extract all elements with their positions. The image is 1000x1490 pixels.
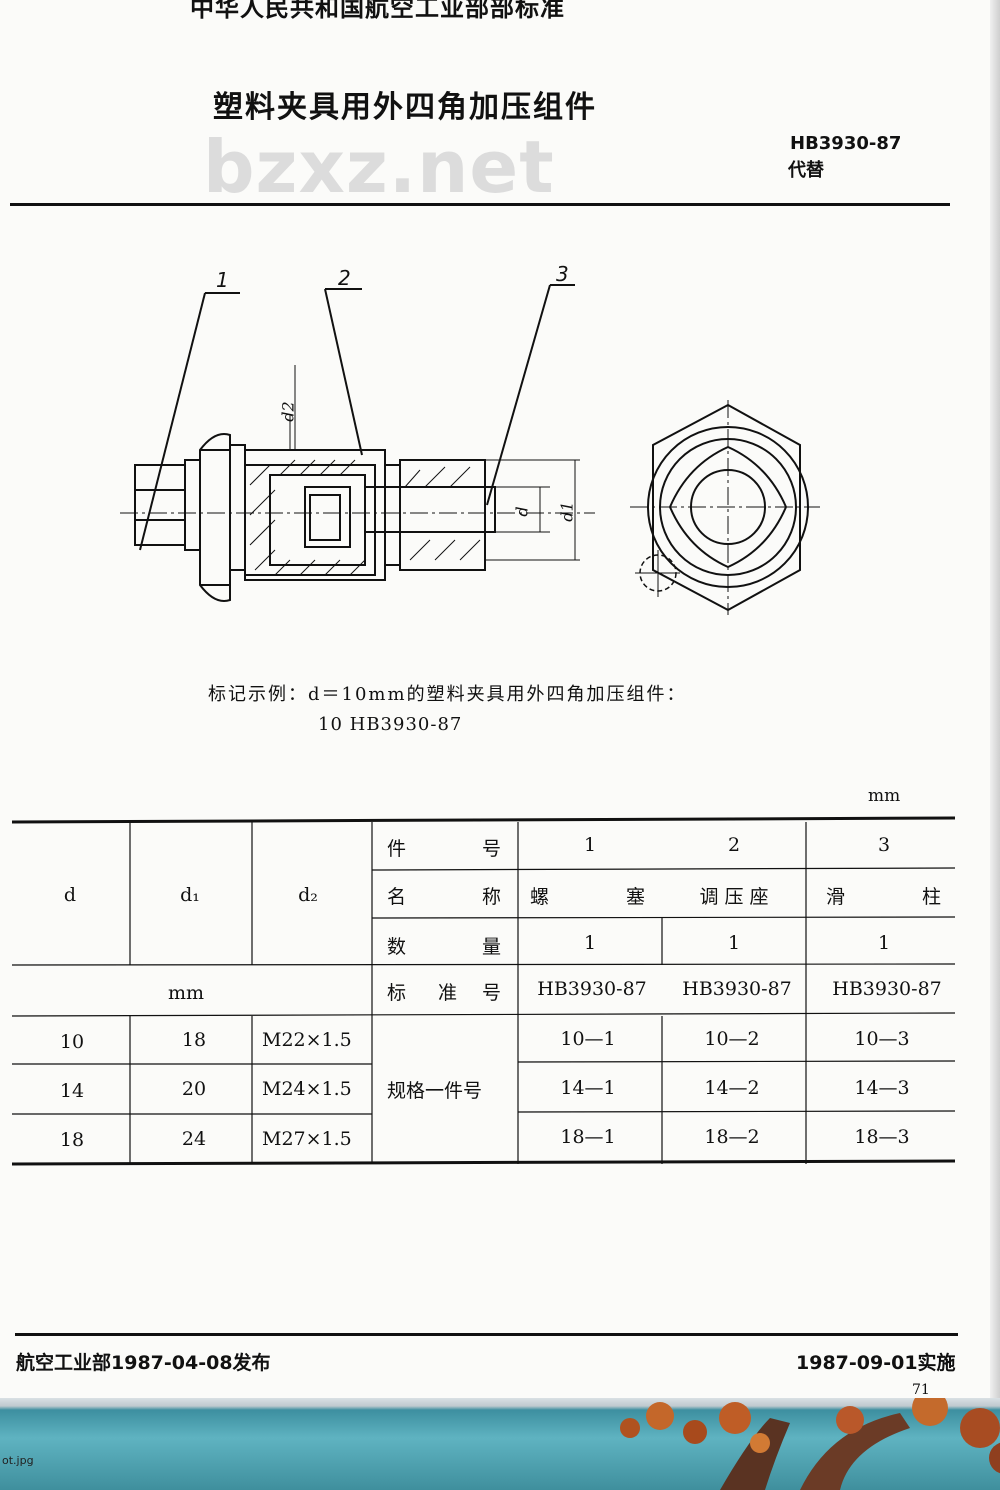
col-header-d1: d₁ xyxy=(180,884,200,906)
callout-3: 3 xyxy=(556,262,569,286)
qty-2: 1 xyxy=(727,932,741,954)
table-unit: mm xyxy=(868,786,901,806)
name-label-b: 称 xyxy=(482,886,502,908)
issue-date: 航空工业部1987-04-08发布 xyxy=(16,1352,271,1374)
std-3: HB3930-87 xyxy=(832,978,942,1000)
row2-d2: M24×1.5 xyxy=(262,1078,352,1100)
std-label-a: 标 xyxy=(387,982,407,1004)
row2-p2: 14—2 xyxy=(704,1077,760,1099)
issuing-organization: 中华人民共和国航空工业部部标准 xyxy=(190,0,565,22)
document-page: 中华人民共和国航空工业部部标准 塑料夹具用外四角加压组件 bzxz.net HB… xyxy=(10,0,1000,1398)
std-label-b: 准 xyxy=(438,982,458,1004)
spec-label: 规格一件号 xyxy=(387,1080,483,1102)
qty-3: 1 xyxy=(877,932,891,954)
row3-d1: 24 xyxy=(181,1128,207,1150)
name-1a: 螺 xyxy=(530,886,550,908)
row1-d2: M22×1.5 xyxy=(262,1029,352,1051)
row3-p3: 18—3 xyxy=(854,1126,910,1148)
assembly-drawing xyxy=(120,284,820,615)
qty-label-a: 数 xyxy=(387,936,407,958)
part-no-3: 3 xyxy=(877,834,891,856)
row2-p3: 14—3 xyxy=(854,1077,910,1099)
name-3a: 滑 xyxy=(826,886,846,908)
qty-1: 1 xyxy=(583,932,597,954)
replaces-label: 代替 xyxy=(788,160,824,181)
effective-date: 1987-09-01实施 xyxy=(796,1352,956,1374)
part-no-label-a: 件 xyxy=(387,838,407,860)
mm-label: mm xyxy=(167,982,205,1004)
row2-d1: 20 xyxy=(181,1078,207,1100)
page-number: 71 xyxy=(912,1382,930,1398)
row1-p1: 10—1 xyxy=(560,1028,616,1050)
footer-rule xyxy=(15,1333,958,1336)
part-no-label-b: 号 xyxy=(482,838,502,860)
row2-d: 14 xyxy=(59,1080,85,1102)
col-header-d: d xyxy=(63,884,77,906)
row1-d1: 18 xyxy=(181,1029,207,1051)
name-label-a: 名 xyxy=(387,886,407,908)
tree-image xyxy=(620,1398,1000,1490)
spec-table-grid xyxy=(11,816,956,1166)
marking-code: 10 HB3930-87 xyxy=(318,714,463,735)
qty-label-b: 量 xyxy=(482,936,502,958)
col-header-d2: d₂ xyxy=(298,884,318,906)
row3-d2: M27×1.5 xyxy=(262,1128,352,1150)
name-3b: 柱 xyxy=(922,886,942,908)
callout-2: 2 xyxy=(338,266,351,290)
row3-p1: 18—1 xyxy=(560,1126,616,1148)
marking-example: 标记示例：d＝10mm的塑料夹具用外四角加压组件： xyxy=(208,684,687,705)
std-label-c: 号 xyxy=(482,982,502,1004)
row1-d: 10 xyxy=(59,1031,85,1053)
viewer-background-strip: ot.jpg xyxy=(0,1398,1000,1490)
image-filename: ot.jpg xyxy=(2,1454,34,1467)
name-2: 调 压 座 xyxy=(699,886,769,908)
part-no-1: 1 xyxy=(583,834,597,856)
document-title: 塑料夹具用外四角加压组件 xyxy=(213,90,597,125)
row3-d: 18 xyxy=(59,1129,85,1151)
row2-p1: 14—1 xyxy=(560,1077,616,1099)
row3-p2: 18—2 xyxy=(704,1126,760,1148)
watermark: bzxz.net xyxy=(203,125,555,209)
header-rule xyxy=(10,203,950,206)
row1-p3: 10—3 xyxy=(854,1028,910,1050)
name-1b: 塞 xyxy=(626,886,646,908)
std-2: HB3930-87 xyxy=(682,978,792,1000)
callout-1: 1 xyxy=(216,268,229,292)
row1-p2: 10—2 xyxy=(704,1028,760,1050)
std-1: HB3930-87 xyxy=(537,978,647,1000)
page-edge-shadow xyxy=(990,0,1000,1398)
standard-number: HB3930-87 xyxy=(790,133,902,154)
part-no-2: 2 xyxy=(727,834,741,856)
